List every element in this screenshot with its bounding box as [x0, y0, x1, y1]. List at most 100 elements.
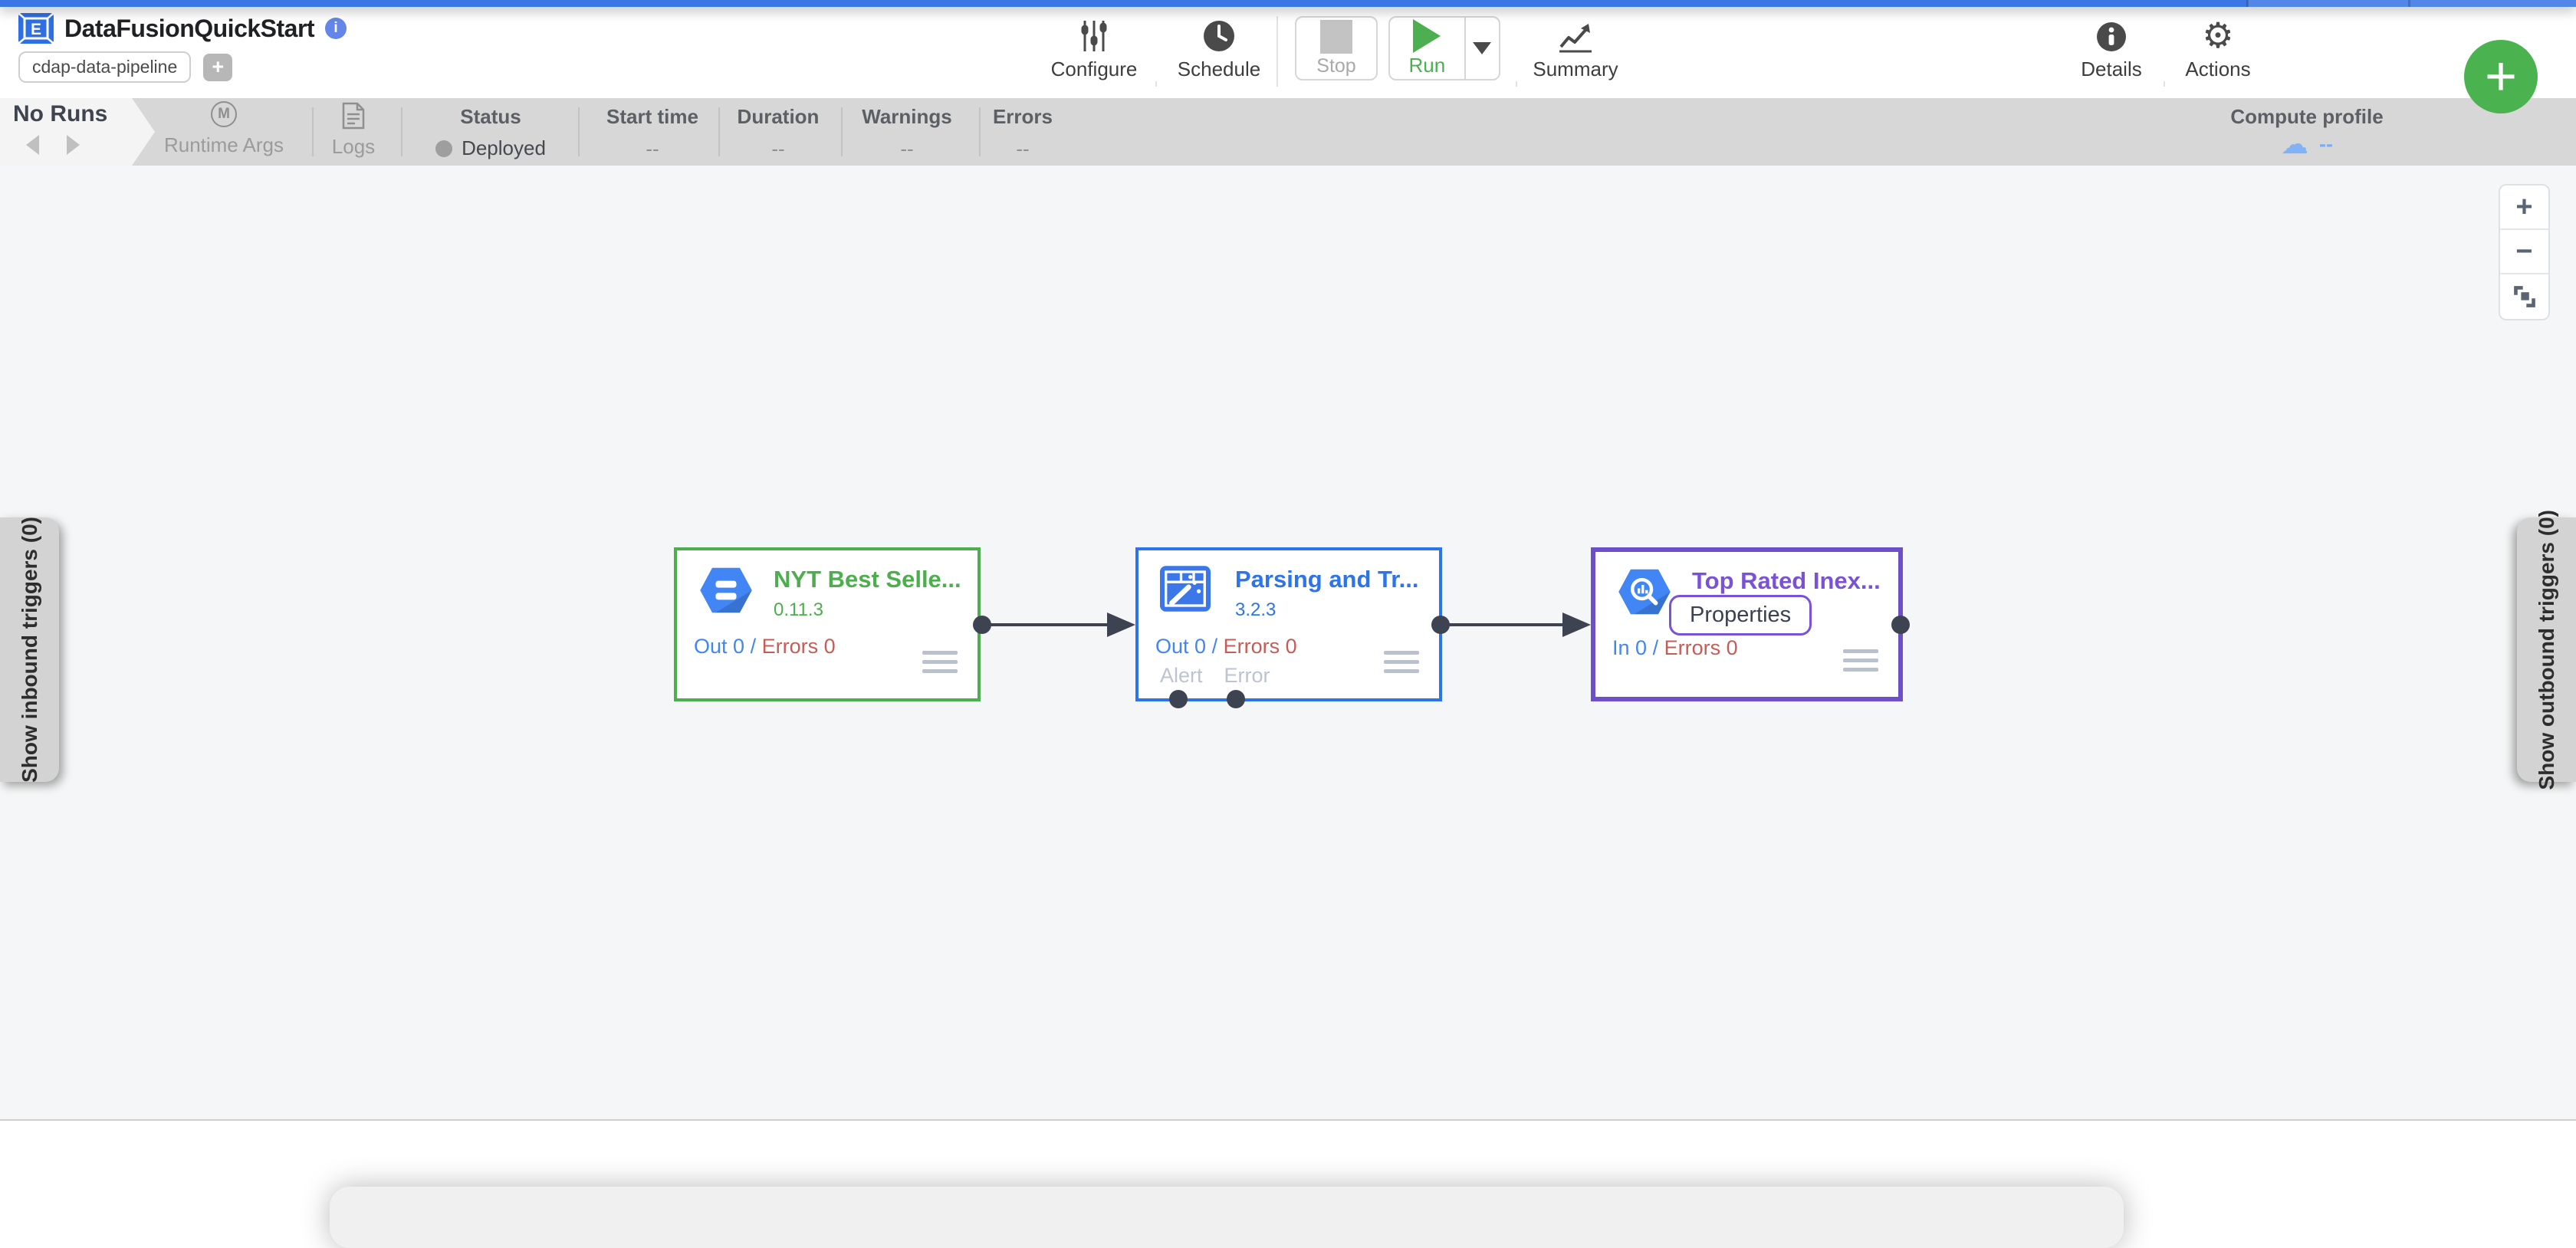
output-port[interactable] [973, 616, 991, 634]
stop-button[interactable]: Stop [1295, 16, 1378, 80]
pipeline-header: E DataFusionQuickStart i cdap-data-pipel… [0, 7, 2576, 98]
errors-value: -- [1016, 137, 1030, 160]
pipeline-type-chip: cdap-data-pipeline [18, 51, 192, 83]
top-nav-divider [2408, 0, 2410, 7]
alert-port-label: Alert [1160, 664, 1203, 687]
node-version: 3.2.3 [1235, 599, 1276, 620]
node-menu-icon[interactable] [922, 651, 958, 678]
run-play-icon [1413, 19, 1441, 53]
runtime-args-icon: M [211, 101, 237, 127]
compute-profile-header: Compute profile [2230, 105, 2384, 128]
alert-port[interactable] [1169, 690, 1188, 708]
duration-column: Duration -- [721, 98, 836, 166]
errors-column: Errors -- [973, 98, 1073, 166]
logs-document-icon [307, 102, 399, 133]
connections-layer [973, 613, 1910, 708]
node-top-rated-sink[interactable]: Top Rated Inex... Properties In 0 / Erro… [1591, 547, 1903, 701]
zoom-in-button[interactable]: + [2500, 186, 2548, 230]
node-title: Parsing and Tr... [1235, 566, 1419, 593]
duration-value: -- [771, 137, 785, 160]
start-time-column: Start time -- [587, 98, 718, 166]
run-label: Run [1408, 54, 1446, 77]
node-nyt-best-sellers[interactable]: NYT Best Selle... 0.11.3 Out 0 / Errors … [674, 547, 981, 701]
status-badge: Deployed [462, 136, 546, 159]
errors-header: Errors [992, 105, 1053, 128]
zoom-out-button[interactable]: − [2500, 230, 2548, 274]
summary-button[interactable]: Summary [1510, 16, 1641, 81]
canvas-zoom-controls: + − [2499, 184, 2550, 320]
warnings-column: Warnings -- [849, 98, 964, 166]
summary-label: Summary [1533, 57, 1618, 80]
bottom-drawer-edge [330, 1187, 2124, 1248]
next-run-button[interactable] [67, 135, 80, 155]
add-tag-button[interactable]: + [203, 53, 233, 81]
runtime-args-label: Runtime Args [163, 133, 284, 156]
output-port[interactable] [1431, 616, 1450, 634]
run-status-bar: No Runs M Runtime Args Logs Status Deplo… [0, 98, 2576, 166]
add-plugin-fab-button[interactable]: + [2464, 40, 2538, 113]
actions-button[interactable]: ⚙ Actions [2153, 16, 2283, 81]
run-split-button[interactable]: Run [1388, 16, 1500, 80]
prev-run-button[interactable] [26, 135, 39, 155]
node-metrics: Out 0 / Errors 0 [1155, 635, 1297, 658]
schedule-label: Schedule [1177, 57, 1261, 80]
footer-area [0, 1122, 2576, 1248]
gcs-hexagon-icon [698, 566, 754, 615]
duration-header: Duration [737, 105, 820, 128]
fit-to-screen-button[interactable] [2500, 274, 2548, 319]
logs-button[interactable]: Logs [307, 98, 399, 166]
no-runs-label: No Runs [13, 101, 108, 126]
runbar-divider [979, 107, 981, 156]
stop-icon [1320, 19, 1352, 54]
node-metrics: Out 0 / Errors 0 [694, 635, 836, 658]
summary-chart-icon [1510, 16, 1641, 53]
pipeline-info-icon[interactable]: i [325, 18, 347, 39]
logs-label: Logs [331, 135, 376, 158]
status-dot-icon [435, 140, 453, 157]
svg-text:E: E [31, 21, 41, 38]
run-options-button[interactable] [1464, 18, 1499, 79]
inbound-triggers-label: Show inbound triggers (0) [17, 517, 41, 783]
node-menu-icon[interactable] [1384, 651, 1419, 678]
warnings-header: Warnings [862, 105, 952, 128]
pipeline-canvas[interactable]: NYT Best Selle... 0.11.3 Out 0 / Errors … [0, 166, 2576, 1121]
details-label: Details [2081, 57, 2142, 80]
runbar-divider [841, 107, 843, 156]
configure-button[interactable]: Configure [1029, 16, 1159, 81]
show-inbound-triggers-tab[interactable]: Show inbound triggers (0) [0, 517, 59, 783]
node-version: 0.11.3 [774, 599, 823, 620]
schedule-button[interactable]: Schedule [1154, 16, 1284, 81]
status-header: Status [460, 105, 521, 128]
configure-sliders-icon [1029, 16, 1159, 53]
status-column: Status Deployed [391, 98, 590, 166]
no-runs-tab: No Runs [0, 98, 155, 166]
configure-label: Configure [1050, 57, 1138, 80]
cloud-icon: ☁ [2281, 128, 2308, 159]
properties-button[interactable]: Properties [1669, 595, 1812, 635]
wrangler-wand-icon [1160, 566, 1215, 615]
outbound-triggers-label: Show outbound triggers (0) [2534, 509, 2558, 790]
output-port[interactable] [1891, 616, 1910, 634]
stop-label: Stop [1316, 54, 1356, 77]
error-port[interactable] [1227, 690, 1245, 708]
runbar-divider [718, 107, 720, 156]
start-time-value: -- [646, 137, 659, 160]
details-info-icon [2046, 16, 2177, 53]
compute-profile-value: -- [2319, 132, 2333, 156]
run-button[interactable]: Run [1390, 18, 1464, 79]
page-title: DataFusionQuickStart [64, 14, 315, 42]
error-port-label: Error [1224, 664, 1270, 687]
toolbar-divider [1276, 16, 1278, 87]
node-menu-icon[interactable] [1843, 649, 1878, 677]
bigquery-hexagon-icon [1617, 567, 1672, 616]
runtime-args-button[interactable]: M Runtime Args [140, 98, 308, 166]
node-title: Top Rated Inex... [1692, 567, 1881, 594]
fit-to-screen-icon [2513, 286, 2535, 307]
node-title: NYT Best Selle... [774, 566, 961, 593]
compute-profile-column: Compute profile ☁ -- [2192, 98, 2422, 166]
runbar-divider [578, 107, 580, 156]
node-parsing-transform[interactable]: Parsing and Tr... 3.2.3 Out 0 / Errors 0… [1135, 547, 1442, 701]
show-outbound-triggers-tab[interactable]: Show outbound triggers (0) [2517, 510, 2576, 790]
runbar-divider [312, 107, 314, 156]
top-nav-divider [2246, 0, 2249, 7]
